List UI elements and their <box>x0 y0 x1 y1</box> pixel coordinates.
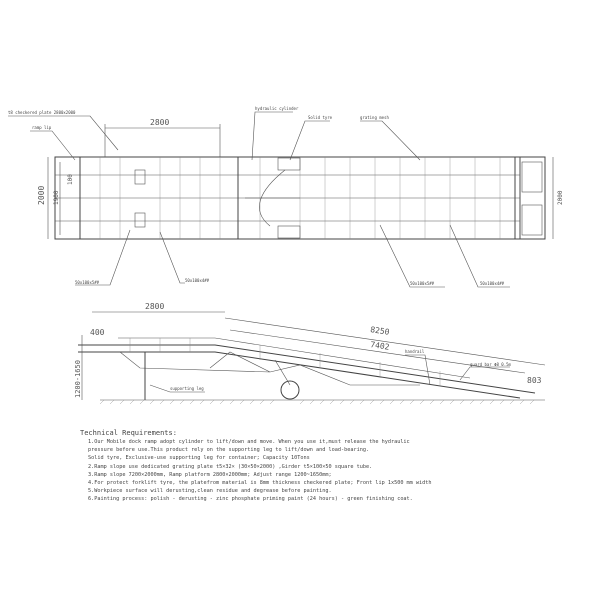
technical-requirements: Technical Requirements: 1.Our Mobile doc… <box>80 428 560 504</box>
dim-inner-width: 1900 <box>53 190 60 205</box>
label-checkered-plate: t8 checkered plate 2800x2000 <box>8 110 76 115</box>
dim-end: 803 <box>527 376 542 385</box>
requirement-line: Solid tyre, Exclusive-use supporting leg… <box>88 455 310 462</box>
requirement-line: 3.Ramp slope 7200×2000mm, Ramp platform … <box>88 471 332 478</box>
label-solid-tyre: Solid tyre <box>308 115 333 120</box>
label-tube-d: 50x100x4## <box>480 281 505 286</box>
requirement-line: 5.Workpiece surface will derusting,clean… <box>88 488 332 495</box>
requirement-line: 2.Ramp slope use dedicated grating plate… <box>88 463 373 470</box>
requirement-line: 6.Painting process: polish - derusting -… <box>88 496 413 503</box>
requirement-line: 1.Our Mobile dock ramp adopt cylinder to… <box>88 439 410 445</box>
label-grating-mesh: grating mesh <box>360 115 389 120</box>
label-tube-c: 50x100x5## <box>410 281 435 286</box>
label-ramp-lip: ramp lip <box>32 125 52 130</box>
label-supporting-leg: supporting leg <box>170 386 204 391</box>
dim-height: 1200-1650 <box>74 360 82 398</box>
dim-total: 8250 <box>370 325 391 337</box>
dim-platform: 2800 <box>145 302 164 311</box>
dim-offset: 100 <box>67 174 74 185</box>
label-hydraulic-cylinder: hydraulic cylinder <box>255 106 299 111</box>
requirements-title: Technical Requirements: <box>80 429 177 437</box>
side-view: 2800 8250 7402 400 1200-1650 803 handrai… <box>74 302 546 405</box>
dim-top-length: 2800 <box>150 118 169 127</box>
dim-lip: 400 <box>90 328 105 337</box>
label-tube-b: 50x100x4## <box>185 278 210 283</box>
dim-right-width: 2000 <box>557 190 564 205</box>
label-guard-bar: guard bar Φ8 0.5m <box>470 362 512 367</box>
label-handrail: handrail <box>405 349 425 354</box>
requirement-line: pressure before use.This product rely on… <box>88 447 370 454</box>
top-view: 2800 2000 1900 100 2000 t8 checkered pla… <box>8 106 564 288</box>
requirement-line: 4.For protect forklift tyre, the platefr… <box>88 480 432 487</box>
dim-top-width: 2000 <box>37 186 46 205</box>
dim-slope: 7402 <box>370 340 391 352</box>
label-tube-a: 50x100x5## <box>75 280 100 285</box>
